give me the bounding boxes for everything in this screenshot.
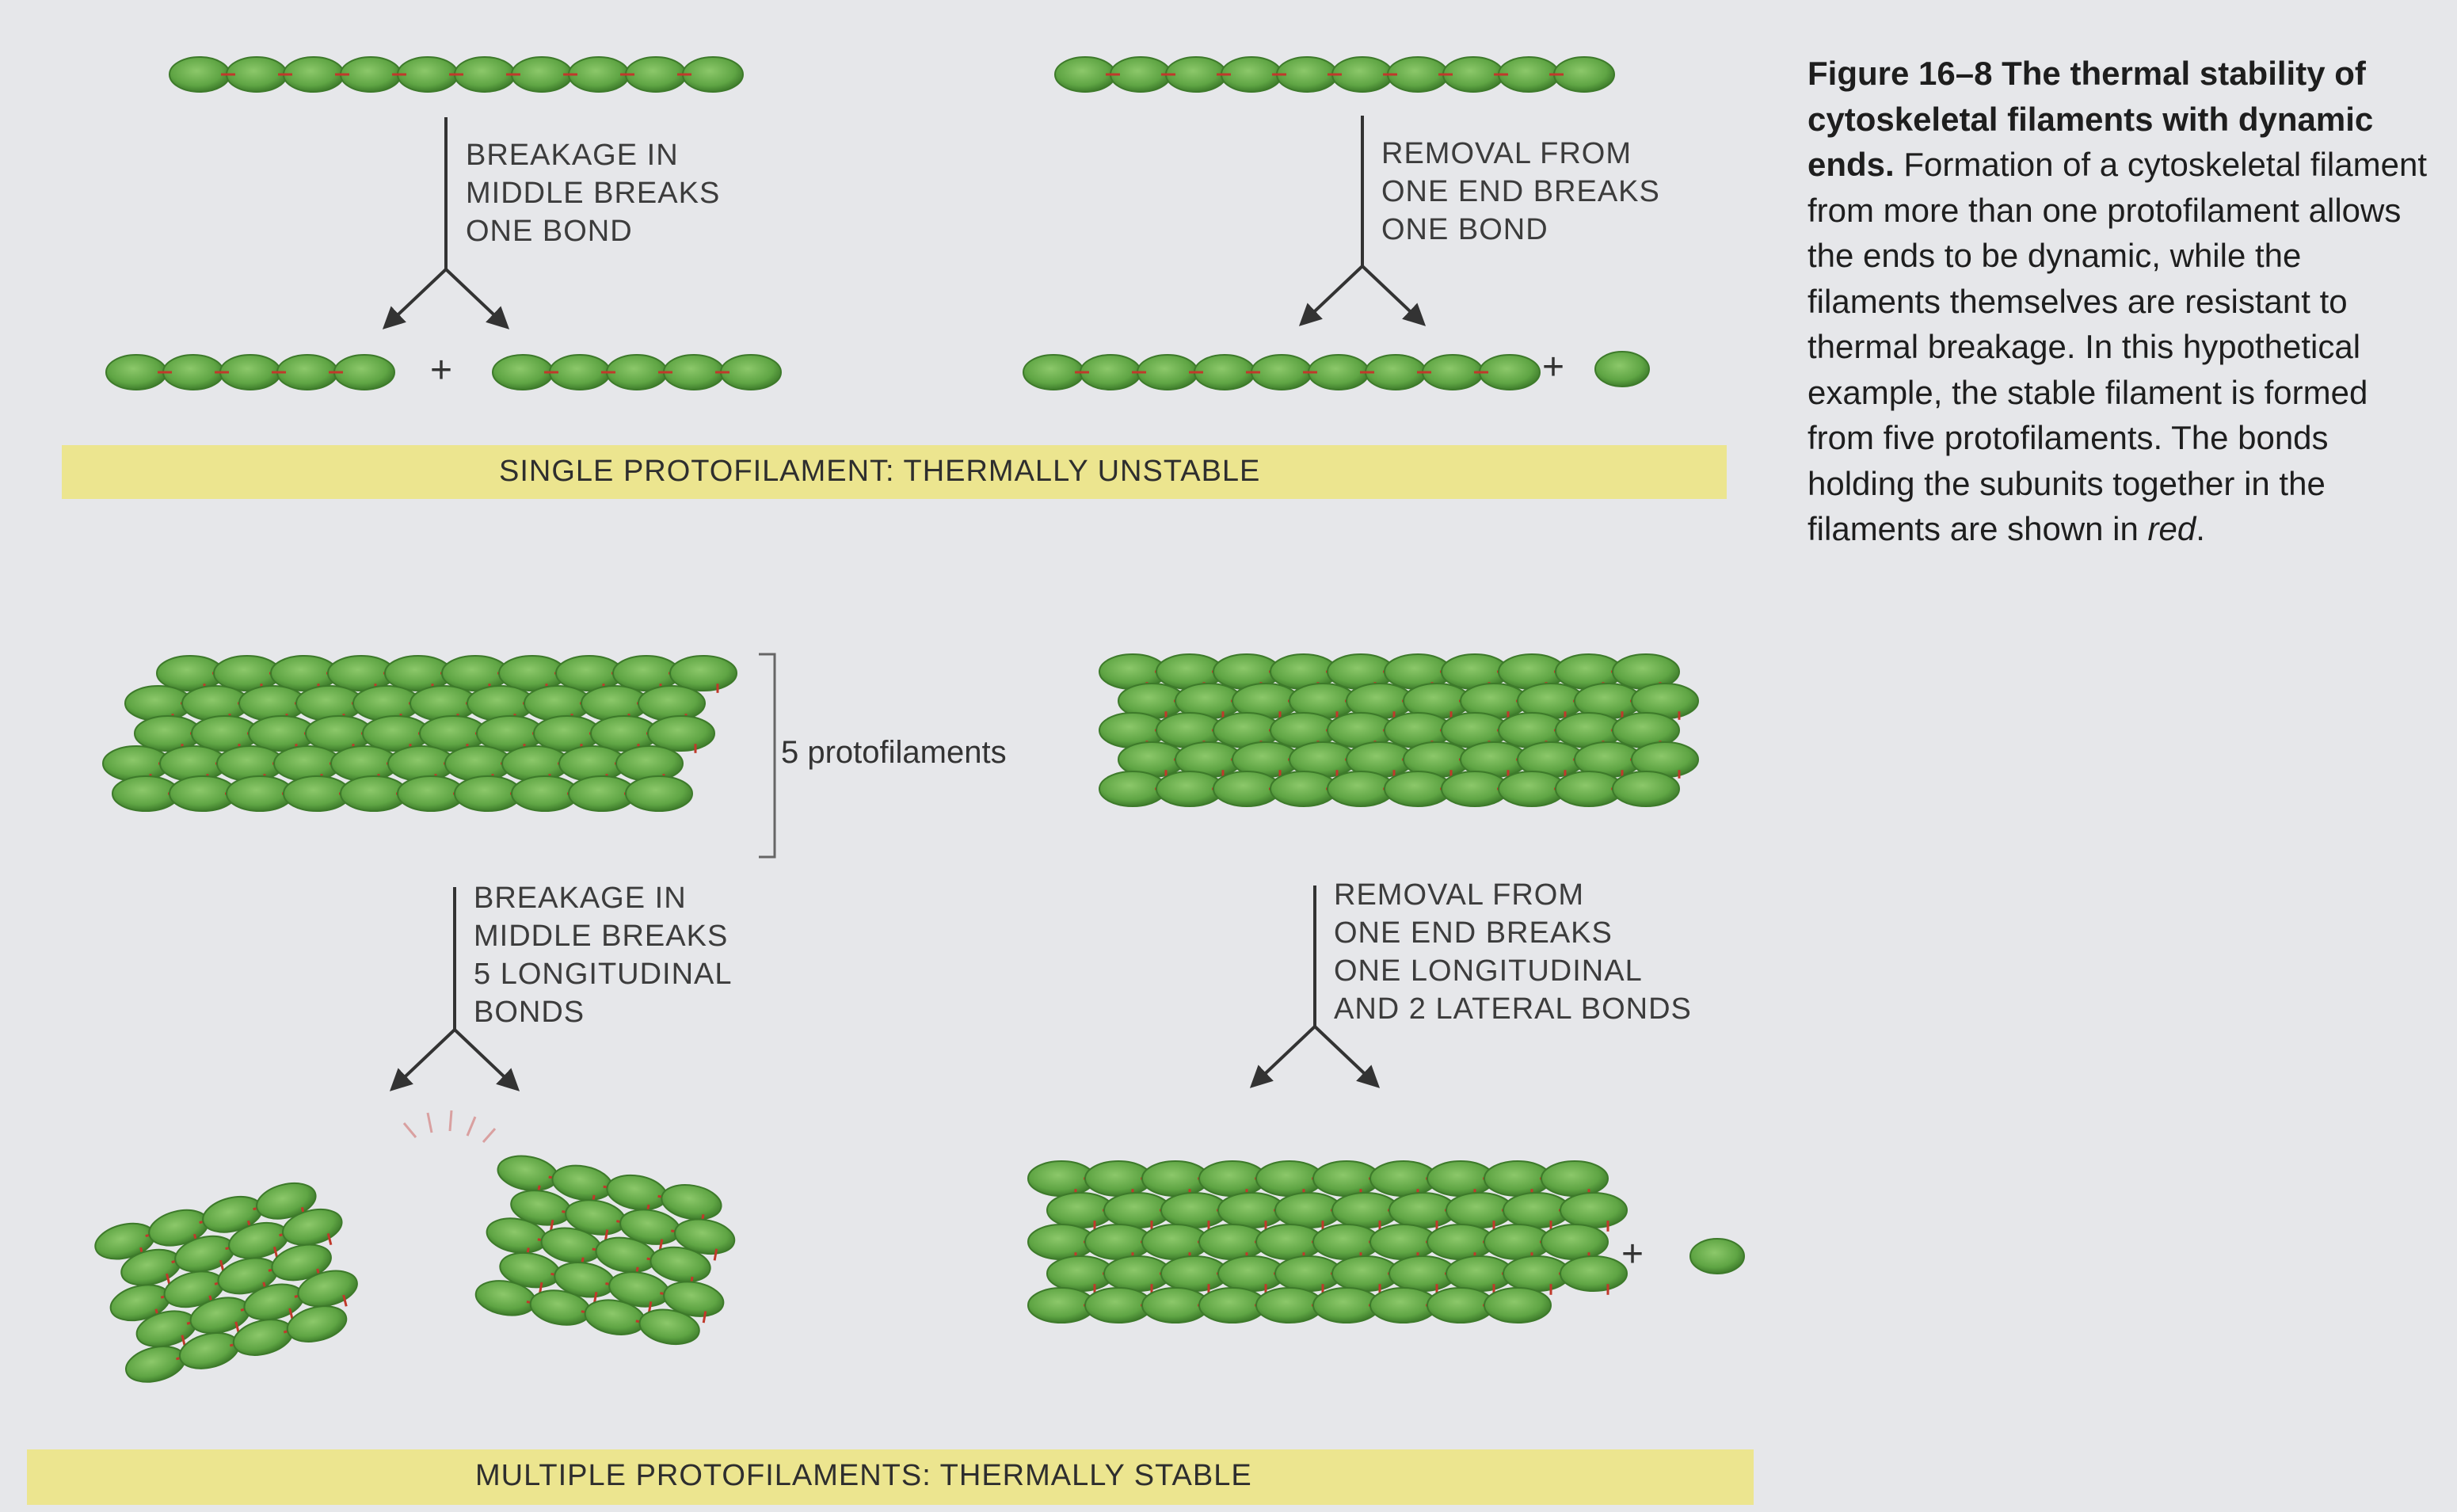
subunit-oval-icon [397, 56, 459, 93]
protofilament-count-label: 5 protofilaments [781, 735, 1007, 770]
subunit-oval-icon [1560, 1255, 1628, 1292]
subunit-oval-icon [1365, 354, 1427, 390]
subunit-oval-icon [669, 655, 737, 691]
breakage-spark-icon [466, 1116, 477, 1137]
subunit-oval-icon [1594, 351, 1650, 387]
subunit-oval-icon [454, 56, 516, 93]
subunit-oval-icon [1479, 354, 1541, 390]
split-arrow-icon [1298, 265, 1364, 326]
subunit-oval-icon [125, 1346, 186, 1383]
multi-breakage-label: BREAKAGE IN MIDDLE BREAKS 5 LONGITUDINAL… [474, 882, 733, 1029]
split-arrow-icon [444, 268, 510, 329]
subunit-oval-icon [663, 354, 725, 390]
multi-removal-label: REMOVAL FROM ONE END BREAKS ONE LONGITUD… [1334, 878, 1692, 1026]
subunit-oval-icon [1541, 1160, 1609, 1197]
breakage-spark-icon [402, 1122, 417, 1138]
subunit-oval-icon [649, 1246, 711, 1283]
subunit-oval-icon [219, 354, 281, 390]
subunit-oval-icon [162, 354, 224, 390]
bracket-icon [759, 653, 776, 859]
split-arrow-icon [1313, 1025, 1381, 1088]
subunit-oval-icon [286, 1305, 348, 1343]
split-arrow-icon [1249, 1025, 1316, 1088]
subunit-oval-icon [492, 354, 554, 390]
breakage-spark-icon [482, 1128, 497, 1143]
subunit-oval-icon [282, 1208, 343, 1246]
subunit-oval-icon [720, 354, 782, 390]
breakage-spark-icon [402, 1110, 497, 1143]
subunit-oval-icon [1689, 1238, 1745, 1274]
single-breakage-label: BREAKAGE IN MIDDLE BREAKS ONE BOND [466, 139, 721, 248]
split-arrow-icon [1361, 265, 1427, 326]
subunit-oval-icon [497, 1155, 558, 1191]
subunit-oval-icon [663, 1281, 725, 1317]
subunit-oval-icon [256, 1182, 317, 1220]
figure-number: Figure 16–8 [1808, 55, 1993, 92]
subunit-oval-icon [1137, 354, 1198, 390]
single-plus-left: + [430, 349, 453, 391]
single-banner [62, 445, 1727, 499]
subunit-oval-icon [1560, 1192, 1628, 1228]
subunit-oval-icon [1023, 354, 1084, 390]
subunit-oval-icon [625, 775, 693, 812]
subunit-oval-icon [682, 56, 744, 93]
subunit-oval-icon [606, 354, 668, 390]
subunit-oval-icon [1251, 354, 1312, 390]
single-banner-text: SINGLE PROTOFILAMENT: THERMALLY UNSTABLE [499, 455, 1261, 488]
subunit-oval-icon [340, 56, 402, 93]
subunit-oval-icon [661, 1184, 722, 1221]
subunit-oval-icon [568, 56, 630, 93]
figure-body-italic: red [2147, 510, 2196, 547]
multiple-protofilament-panel [94, 653, 1745, 1383]
multi-banner [27, 1449, 1754, 1505]
subunit-oval-icon [647, 715, 715, 752]
figure-body-end: . [2196, 510, 2205, 547]
subunit-oval-icon [297, 1270, 358, 1308]
bond-icon [702, 1311, 707, 1323]
split-arrow-icon [453, 1028, 520, 1091]
subunit-oval-icon [638, 685, 706, 722]
split-arrow-icon [382, 268, 448, 329]
subunit-oval-icon [333, 354, 395, 390]
subunit-oval-icon [271, 1243, 332, 1282]
multi-plus-right: + [1621, 1233, 1644, 1275]
subunit-oval-icon [1422, 354, 1484, 390]
subunit-oval-icon [549, 354, 611, 390]
subunit-oval-icon [1080, 354, 1141, 390]
bond-icon [713, 1248, 718, 1261]
subunit-oval-icon [105, 354, 167, 390]
breakage-spark-icon [426, 1112, 433, 1133]
subunit-oval-icon [1541, 1224, 1609, 1260]
subunit-oval-icon [615, 745, 684, 782]
subunit-oval-icon [638, 1308, 700, 1346]
breakage-spark-icon [448, 1110, 453, 1132]
multi-banner-text: MULTIPLE PROTOFILAMENTS: THERMALLY STABL… [475, 1459, 1252, 1492]
subunit-oval-icon [283, 56, 345, 93]
subunit-oval-icon [169, 56, 230, 93]
figure-title: The thermal stability of cytoskeletal fi… [1808, 55, 2374, 183]
bond-icon [326, 1232, 333, 1246]
subunit-oval-icon [1484, 1287, 1552, 1323]
subunit-oval-icon [1308, 354, 1369, 390]
subunit-oval-icon [226, 56, 288, 93]
subunit-oval-icon [1194, 354, 1255, 390]
single-plus-right: + [1542, 346, 1565, 388]
subunit-oval-icon [625, 56, 687, 93]
single-protofilament-panel [105, 56, 1650, 390]
broken-right-piece [474, 1155, 736, 1346]
subunit-oval-icon [276, 354, 338, 390]
split-arrow-icon [389, 1028, 456, 1091]
subunit-oval-icon [1612, 771, 1680, 807]
broken-left-piece [94, 1182, 358, 1383]
subunit-oval-icon [511, 56, 573, 93]
bond-icon [342, 1294, 348, 1307]
figure-caption: Figure 16–8 The thermal stability of cyt… [1808, 51, 2441, 552]
subunit-oval-icon [674, 1218, 736, 1255]
single-removal-label: REMOVAL FROM ONE END BREAKS ONE BOND [1381, 137, 1660, 246]
figure-body: Formation of a cytoskeletal filament fro… [1808, 146, 2427, 547]
